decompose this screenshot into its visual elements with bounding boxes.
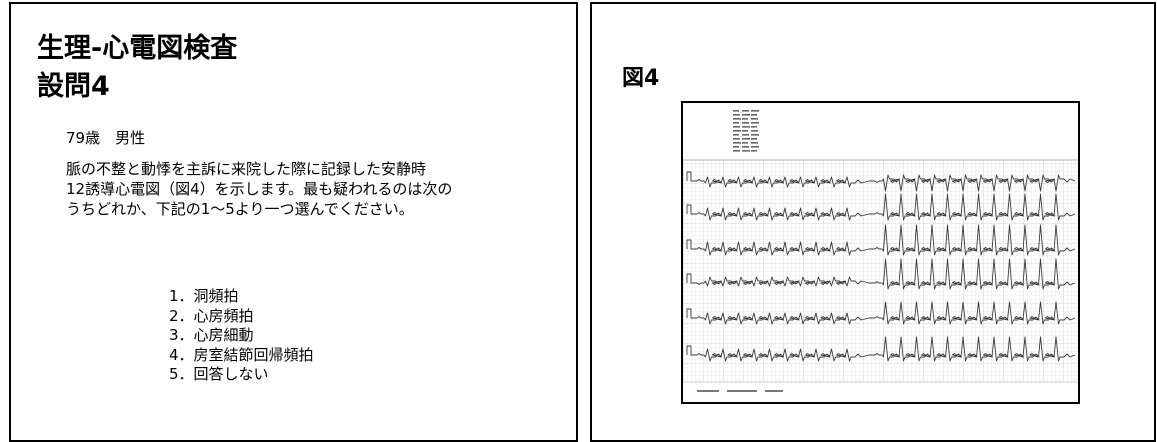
ecg-header-text-bar [733,138,740,140]
answer-option-3[interactable]: 3．心房細動 [169,326,254,344]
ecg-header-text-bar [733,134,739,136]
ecg-lead-trace [686,258,1076,290]
ecg-header-text-bar [733,142,741,144]
ecg-header-text-bar [733,150,740,152]
question-line-2: 12誘導心電図（図4）を示します。最も疑われるのは次の [66,180,453,198]
figure-label: 図4 [622,66,660,91]
ecg-footer-text-bar [765,390,783,392]
ecg-header-text-bar [751,114,757,116]
ecg-tracing [683,103,1078,402]
ecg-header-text-bar [742,118,748,120]
ecg-header-text-bar [751,142,758,144]
answer-option-5[interactable]: 5．回答しない [169,365,269,383]
ecg-header-text-bar [733,110,739,112]
answer-option-1[interactable]: 1．洞頻拍 [169,287,239,305]
ecg-lead-trace [686,171,1076,192]
ecg-header-text-bar [733,122,739,124]
ecg-header-text-bar [733,114,740,116]
ecg-header-text-bar [751,110,759,112]
ecg-header-text-bar [742,110,749,112]
answer-options: 1．洞頻拍 2．心房頻拍 3．心房細動 4．房室結節回帰頻拍 5．回答しない [169,287,314,385]
ecg-lead-trace [686,224,1076,256]
ecg-header-text-bar [751,134,759,136]
ecg-header-text-bar [751,130,758,132]
ecg-header-text-bar [742,126,750,128]
ecg-header-text-bar [751,150,757,152]
ecg-header-text-bar [733,118,741,120]
ecg-header-text-bar [742,134,749,136]
ecg-lead-trace [686,336,1076,362]
ecg-header-text-bar [742,142,748,144]
answer-option-2[interactable]: 2．心房頻拍 [169,306,254,325]
ecg-header-text-bar [742,146,749,148]
ecg-image [681,101,1080,404]
patient-info: 79歳 男性 [66,129,146,147]
answer-option-4[interactable]: 4．房室結節回帰頻拍 [169,345,314,364]
ecg-header-text-block [733,110,759,152]
ecg-header-text-bar [733,146,739,148]
ecg-lead-trace [686,193,1076,221]
question-line-1: 脈の不整と動悸を主訴に来院した際に記録した安静時 [66,160,427,178]
ecg-header-text-bar [733,126,740,128]
title-line-1: 生理-心電図検査 [37,33,238,64]
question-slide: 生理-心電図検査 設問4 79歳 男性 脈の不整と動悸を主訴に来院した際に記録し… [9,2,578,442]
ecg-footer-text-bar [697,390,719,392]
ecg-header-text-bar [751,118,758,120]
ecg-header-text-bar [742,138,750,140]
question-line-3: うちどれか、下記の1～5より一つ選んでください。 [66,200,414,218]
ecg-header-text-bar [742,130,748,132]
question-text: 脈の不整と動悸を主訴に来院した際に記録した安静時 12誘導心電図（図4）を示しま… [66,159,556,219]
title-line-2: 設問4 [37,71,110,102]
ecg-header-text-bar [733,130,741,132]
ecg-header-text-bar [751,122,759,124]
ecg-header-text-bar [751,138,757,140]
ecg-header-text-bar [742,114,750,116]
figure-slide: 図4 [590,2,1156,442]
slide-title: 生理-心電図検査 設問4 [37,30,237,106]
ecg-footer-text-bar [727,390,757,392]
ecg-header-text-bar [751,146,759,148]
ecg-footer-text [697,390,783,392]
ecg-header-text-bar [742,122,749,124]
ecg-header-text-bar [751,126,757,128]
ecg-lead-trace [686,301,1076,325]
ecg-header-text-bar [742,150,750,152]
